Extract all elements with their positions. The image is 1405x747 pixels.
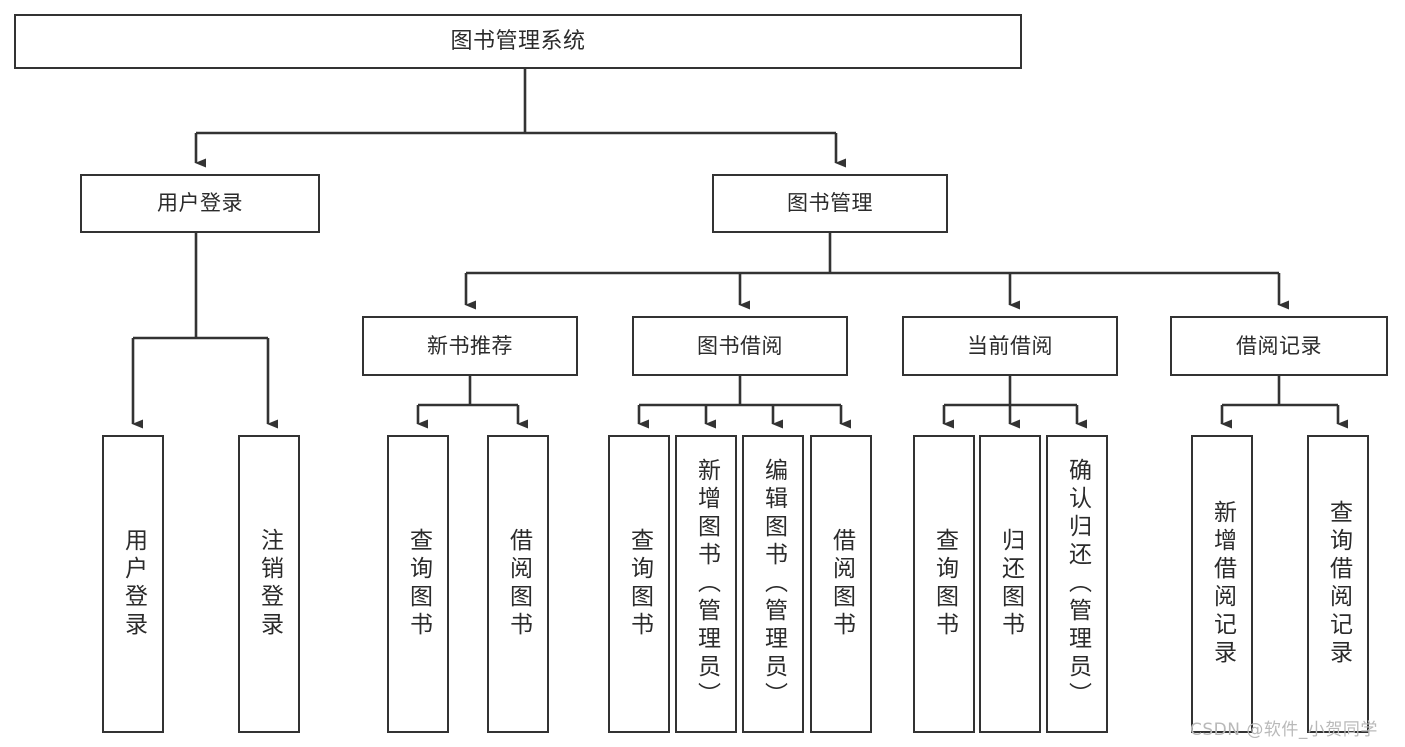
node-leaf-return-book[interactable]: 归还图书 <box>979 435 1041 733</box>
node-label: 编辑图书（管理员） <box>760 458 787 710</box>
node-label: 借阅图书 <box>505 528 532 640</box>
node-label: 图书管理 <box>787 191 873 216</box>
node-label: 新书推荐 <box>427 333 513 358</box>
node-borrow-record[interactable]: 借阅记录 <box>1170 316 1388 376</box>
node-label: 查询借阅记录 <box>1325 500 1352 668</box>
node-label: 新增图书（管理员） <box>693 458 720 710</box>
node-leaf-add-book-admin[interactable]: 新增图书（管理员） <box>675 435 737 733</box>
node-label: 用户登录 <box>120 528 147 640</box>
node-label: 查询图书 <box>405 528 432 640</box>
node-leaf-user-login[interactable]: 用户登录 <box>102 435 164 733</box>
node-leaf-query-book-current[interactable]: 查询图书 <box>913 435 975 733</box>
node-label: 新增借阅记录 <box>1209 500 1236 668</box>
node-label: 查询图书 <box>626 528 653 640</box>
node-root-book-management-system[interactable]: 图书管理系统 <box>14 14 1022 69</box>
node-user-login[interactable]: 用户登录 <box>80 174 320 233</box>
node-new-book-recommend[interactable]: 新书推荐 <box>362 316 578 376</box>
node-label: 归还图书 <box>997 528 1024 640</box>
node-label: 借阅记录 <box>1236 333 1322 358</box>
node-label: 注销登录 <box>256 528 283 640</box>
node-leaf-query-book[interactable]: 查询图书 <box>608 435 670 733</box>
node-label: 图书借阅 <box>697 333 783 358</box>
node-label: 图书管理系统 <box>450 28 586 54</box>
node-leaf-query-book-recommend[interactable]: 查询图书 <box>387 435 449 733</box>
node-book-management[interactable]: 图书管理 <box>712 174 948 233</box>
node-leaf-add-borrow-record[interactable]: 新增借阅记录 <box>1191 435 1253 733</box>
node-leaf-confirm-return-admin[interactable]: 确认归还（管理员） <box>1046 435 1108 733</box>
node-label: 查询图书 <box>931 528 958 640</box>
node-leaf-edit-book-admin[interactable]: 编辑图书（管理员） <box>742 435 804 733</box>
node-label: 借阅图书 <box>828 528 855 640</box>
node-leaf-borrow-book-recommend[interactable]: 借阅图书 <box>487 435 549 733</box>
node-label: 当前借阅 <box>967 333 1053 358</box>
node-leaf-query-borrow-record[interactable]: 查询借阅记录 <box>1307 435 1369 733</box>
node-label: 确认归还（管理员） <box>1064 458 1091 710</box>
node-leaf-borrow-book[interactable]: 借阅图书 <box>810 435 872 733</box>
node-leaf-logout[interactable]: 注销登录 <box>238 435 300 733</box>
node-label: 用户登录 <box>157 191 243 216</box>
watermark-csdn: CSDN @软件_小贺同学 <box>1190 720 1378 740</box>
node-current-borrow[interactable]: 当前借阅 <box>902 316 1118 376</box>
node-book-borrow[interactable]: 图书借阅 <box>632 316 848 376</box>
